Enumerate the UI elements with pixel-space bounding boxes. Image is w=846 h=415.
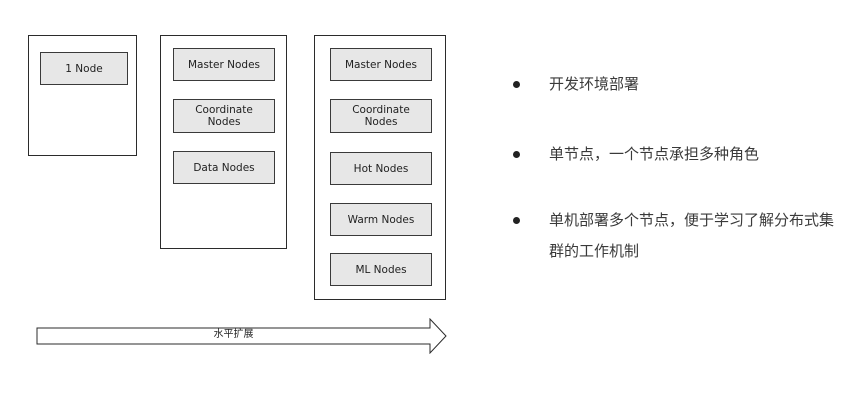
cluster-three-roles: Master Nodes Coordinate Nodes Data Nodes bbox=[160, 35, 287, 249]
node-box: Data Nodes bbox=[173, 151, 275, 184]
bullet-item: 开发环境部署 bbox=[513, 69, 843, 100]
node-box: Hot Nodes bbox=[330, 152, 432, 185]
bullet-dot bbox=[513, 81, 520, 88]
cluster-five-roles: Master Nodes Coordinate Nodes Hot Nodes … bbox=[314, 35, 446, 300]
bullet-item: 单机部署多个节点，便于学习了解分布式集群的工作机制 bbox=[513, 205, 843, 267]
node-box: ML Nodes bbox=[330, 253, 432, 286]
node-box: Warm Nodes bbox=[330, 203, 432, 236]
node-box: Master Nodes bbox=[173, 48, 275, 81]
node-box: Coordinate Nodes bbox=[173, 99, 275, 133]
bullet-dot bbox=[513, 151, 520, 158]
bullet-item: 单节点，一个节点承担多种角色 bbox=[513, 139, 843, 170]
horizontal-scale-arrow bbox=[36, 318, 447, 354]
bullet-dot bbox=[513, 217, 520, 224]
arrow-label: 水平扩展 bbox=[213, 329, 254, 340]
node-box: Coordinate Nodes bbox=[330, 99, 432, 133]
node-box: 1 Node bbox=[40, 52, 128, 85]
cluster-single-node: 1 Node bbox=[28, 35, 137, 156]
node-box: Master Nodes bbox=[330, 48, 432, 81]
